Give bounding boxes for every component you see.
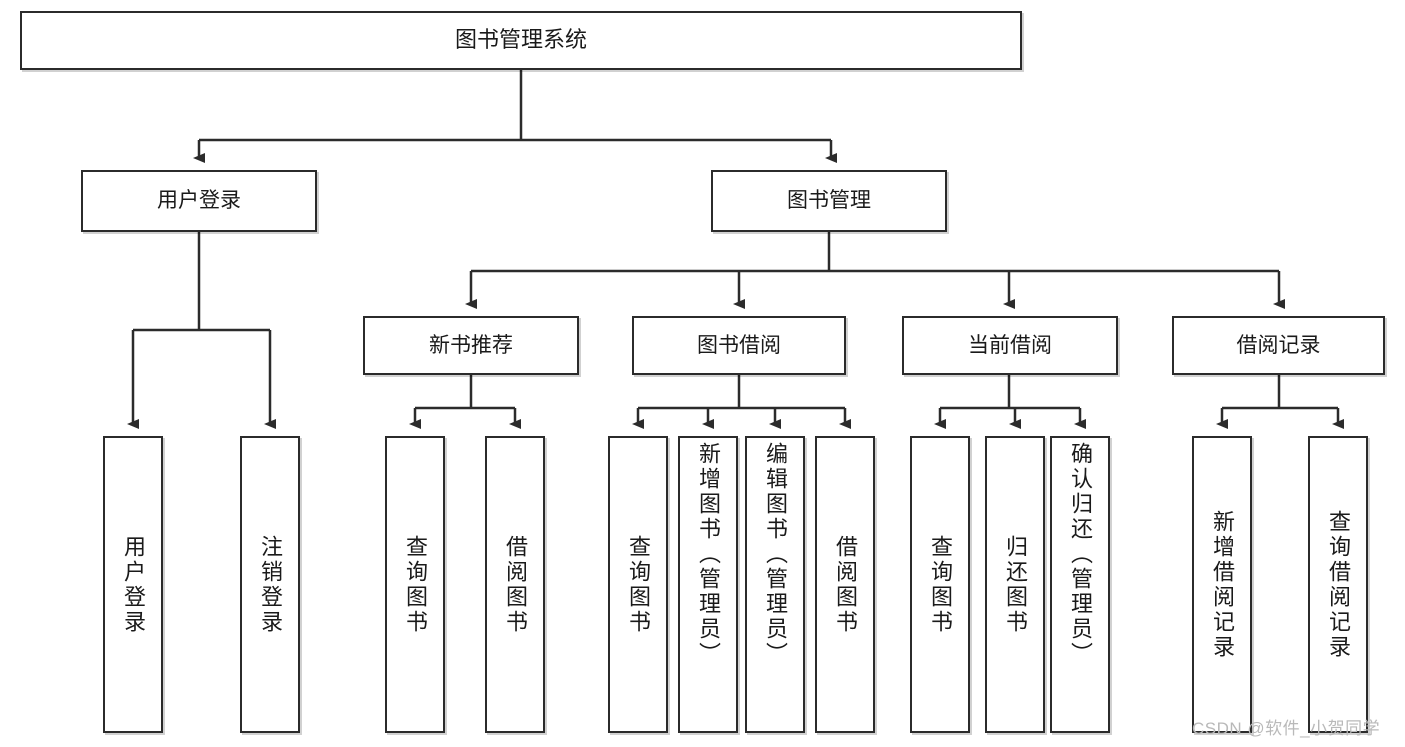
leaf-return-book-label: 归还图书 [1003,534,1028,635]
leaf-query-book-current-label: 查询图书 [928,534,953,635]
leaf-borrow-book[interactable]: 借阅图书 [815,436,875,733]
leaf-confirm-return-admin[interactable]: 确认归还（管理员） [1050,436,1110,733]
leaf-borrow-book-new[interactable]: 借阅图书 [485,436,545,733]
leaf-query-book-borrow-label: 查询图书 [626,534,651,635]
leaf-edit-book-admin[interactable]: 编辑图书（管理员） [745,436,805,733]
node-book-management-label: 图书管理 [787,189,871,213]
node-borrow-record[interactable]: 借阅记录 [1172,316,1385,375]
node-borrow-record-label: 借阅记录 [1236,333,1321,357]
node-current-borrow-label: 当前借阅 [968,333,1052,357]
leaf-edit-book-admin-label: 编辑图书（管理员） [763,442,788,667]
leaf-add-book-admin[interactable]: 新增图书（管理员） [678,436,738,733]
leaf-add-borrow-record-label: 新增借阅记录 [1210,509,1235,660]
csdn-watermark: CSDN @软件_小贺同学 [1192,719,1381,738]
leaf-query-book-borrow[interactable]: 查询图书 [608,436,668,733]
leaf-query-book-current[interactable]: 查询图书 [910,436,970,733]
leaf-add-book-admin-label: 新增图书（管理员） [696,442,721,667]
leaf-logout-label: 注销登录 [258,534,283,635]
leaf-user-login[interactable]: 用户登录 [103,436,163,733]
leaf-return-book[interactable]: 归还图书 [985,436,1045,733]
node-user-login-label: 用户登录 [157,189,241,213]
leaf-logout[interactable]: 注销登录 [240,436,300,733]
node-root[interactable]: 图书管理系统 [20,11,1022,70]
node-root-label: 图书管理系统 [454,27,587,53]
node-current-borrow[interactable]: 当前借阅 [902,316,1118,375]
leaf-query-borrow-record-label: 查询借阅记录 [1326,509,1351,660]
node-new-book-recommend[interactable]: 新书推荐 [363,316,579,375]
leaf-borrow-book-label: 借阅图书 [833,534,858,635]
node-user-login[interactable]: 用户登录 [81,170,317,232]
leaf-confirm-return-admin-label: 确认归还（管理员） [1068,442,1093,667]
node-new-book-recommend-label: 新书推荐 [429,333,513,357]
leaf-add-borrow-record[interactable]: 新增借阅记录 [1192,436,1252,733]
node-book-management[interactable]: 图书管理 [711,170,947,232]
leaf-query-book-new[interactable]: 查询图书 [385,436,445,733]
node-book-borrow[interactable]: 图书借阅 [632,316,846,375]
leaf-borrow-book-new-label: 借阅图书 [503,534,528,635]
leaf-user-login-label: 用户登录 [121,534,146,635]
leaf-query-borrow-record[interactable]: 查询借阅记录 [1308,436,1368,733]
leaf-query-book-new-label: 查询图书 [403,534,428,635]
node-book-borrow-label: 图书借阅 [697,333,781,357]
